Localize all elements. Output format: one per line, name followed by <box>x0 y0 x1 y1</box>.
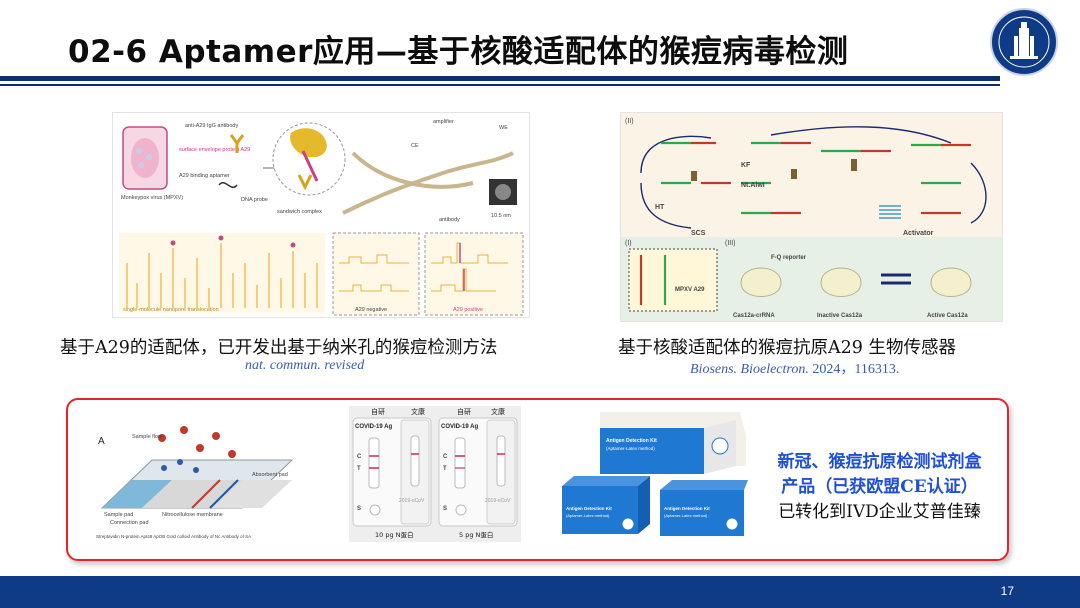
antibody-pore-label: antibody <box>439 217 460 223</box>
box-title-3: Antigen Detection Kit <box>664 506 710 511</box>
footer-bar <box>0 576 1080 608</box>
left-figure-caption: 基于A29的适配体，已开发出基于纳米孔的猴痘检测方法 <box>60 338 498 358</box>
box-title-2: Antigen Detection Kit <box>566 506 612 511</box>
activator-label: Activator <box>903 230 934 237</box>
pore-size-label: 10.5 nm <box>491 213 511 219</box>
panel-i-label: (I) <box>625 240 632 247</box>
university-logo <box>990 8 1058 76</box>
sandwich-label: sandwich complex <box>277 209 322 215</box>
product-line-3: 已转化到IVD企业艾普佳臻 <box>778 502 981 522</box>
product-description: 新冠、猴痘抗原检测试剂盒 产品（已获欧盟CE认证） 已转化到IVD企业艾普佳臻 <box>752 450 1007 525</box>
strip-c-1: C <box>357 454 362 460</box>
aptamer-label: A29 binding aptamer <box>179 173 230 179</box>
fq-label: F-Q reporter <box>771 255 807 261</box>
title-divider-thin <box>0 84 1000 86</box>
flow-panel-label: A <box>98 436 105 447</box>
slide-title: 02-6 Aptamer应用—基于核酸适配体的猴痘病毒检测 <box>68 34 849 70</box>
test-strip-photo: 自研 文康 自研 文康 COVID-19 Ag C T S 2019-nCoV … <box>349 406 521 542</box>
strip-c-2: C <box>443 454 448 460</box>
page-number: 17 <box>1000 584 1014 598</box>
translocation-label: single-molecule nanopore translocation <box>123 307 219 313</box>
flow-legend: Streptavidin N-protein Apt48 ApOB Gold c… <box>96 534 251 539</box>
product-panel <box>66 398 1009 561</box>
box-subtitle-2: (Aptamer-Latex method) <box>566 513 610 518</box>
strip-amount-1: 10 pg N蛋白 <box>375 530 414 539</box>
strip-ncov-1: 2019-nCoV <box>399 498 425 504</box>
strip-s-2: S <box>443 506 447 512</box>
nitro-label: Nitrocellulose membrane <box>162 512 223 518</box>
product-line-1: 新冠、猴痘抗原检测试剂盒 <box>777 452 982 472</box>
antibody-label: anti-A29 IgG antibody <box>185 123 238 129</box>
panel-ii-label: (II) <box>625 118 634 125</box>
product-line-2: 产品（已获欧盟CE认证） <box>781 477 978 497</box>
ce-label: CE <box>411 143 419 149</box>
strip-ncov-2: 2019-nCoV <box>485 498 511 504</box>
left-figure-reference: nat. commun. revised <box>245 358 365 373</box>
lateral-flow-schematic: A Sample flow Sample pad Nitrocellulose … <box>92 408 298 542</box>
panel-iii-label: (III) <box>725 240 736 247</box>
strip-self-label-1: 自研 <box>371 407 385 416</box>
active-label: Active Cas12a <box>927 313 968 319</box>
mpxv-label: MPXV A29 <box>675 287 705 293</box>
box-title-1: Antigen Detection Kit <box>606 438 657 444</box>
protein-label: surface envelope protein A29 <box>179 147 250 153</box>
positive-label: A29 positive <box>453 307 483 313</box>
scs-label: SCS <box>691 230 706 237</box>
strip-kit-1: COVID-19 Ag <box>355 424 392 430</box>
nt-label: Nt.AlwI <box>741 182 765 189</box>
dna-probe-label: DNA probe <box>241 197 268 203</box>
kit-boxes-photo: Antigen Detection Kit (Aptamer-Latex met… <box>560 406 748 542</box>
box-subtitle-1: (Aptamer-Latex method) <box>606 446 655 451</box>
absorbent-label: Absorbent pad <box>252 472 288 478</box>
strip-t-1: T <box>357 466 361 472</box>
ht-label: HT <box>655 204 665 211</box>
cas12a-biosensor-figure: (II) (I) (III) HT KF Nt.AlwI SCS Activat… <box>620 112 1003 322</box>
sample-pad-label: Sample pad <box>104 512 133 518</box>
crrna-label: Cas12a-crRNA <box>733 313 775 319</box>
right-reference-detail: 2024，116313. <box>808 362 900 377</box>
strip-self-label-2: 自研 <box>457 407 471 416</box>
amplifier-label: amplifier <box>433 119 454 125</box>
negative-label: A29 negative <box>355 307 387 313</box>
strip-amount-2: 5 pg N蛋白 <box>459 530 493 539</box>
logo-emblem-icon <box>998 16 1050 68</box>
inactive-label: Inactive Cas12a <box>817 313 863 319</box>
connection-label: Connection pad <box>110 520 149 526</box>
we-label: WE <box>499 125 508 131</box>
strip-t-2: T <box>443 466 447 472</box>
sample-flow-label: Sample flow <box>132 434 162 440</box>
kf-label: KF <box>741 162 751 169</box>
nanopore-detection-figure: Monkeypox virus (MPXV) anti-A29 IgG anti… <box>112 112 530 318</box>
strip-wenkang-label-2: 文康 <box>491 407 505 416</box>
strip-kit-2: COVID-19 Ag <box>441 424 478 430</box>
right-figure-caption: 基于核酸适配体的猴痘抗原A29 生物传感器 <box>618 338 956 358</box>
box-subtitle-3: (Aptamer-Latex method) <box>664 513 708 518</box>
right-reference-journal: Biosens. Bioelectron. <box>690 362 809 377</box>
virus-label: Monkeypox virus (MPXV) <box>121 195 183 201</box>
title-divider <box>0 76 1000 81</box>
right-figure-reference: Biosens. Bioelectron. 2024，116313. <box>690 358 899 378</box>
strip-wenkang-label-1: 文康 <box>411 407 425 416</box>
strip-s-1: S <box>357 506 361 512</box>
